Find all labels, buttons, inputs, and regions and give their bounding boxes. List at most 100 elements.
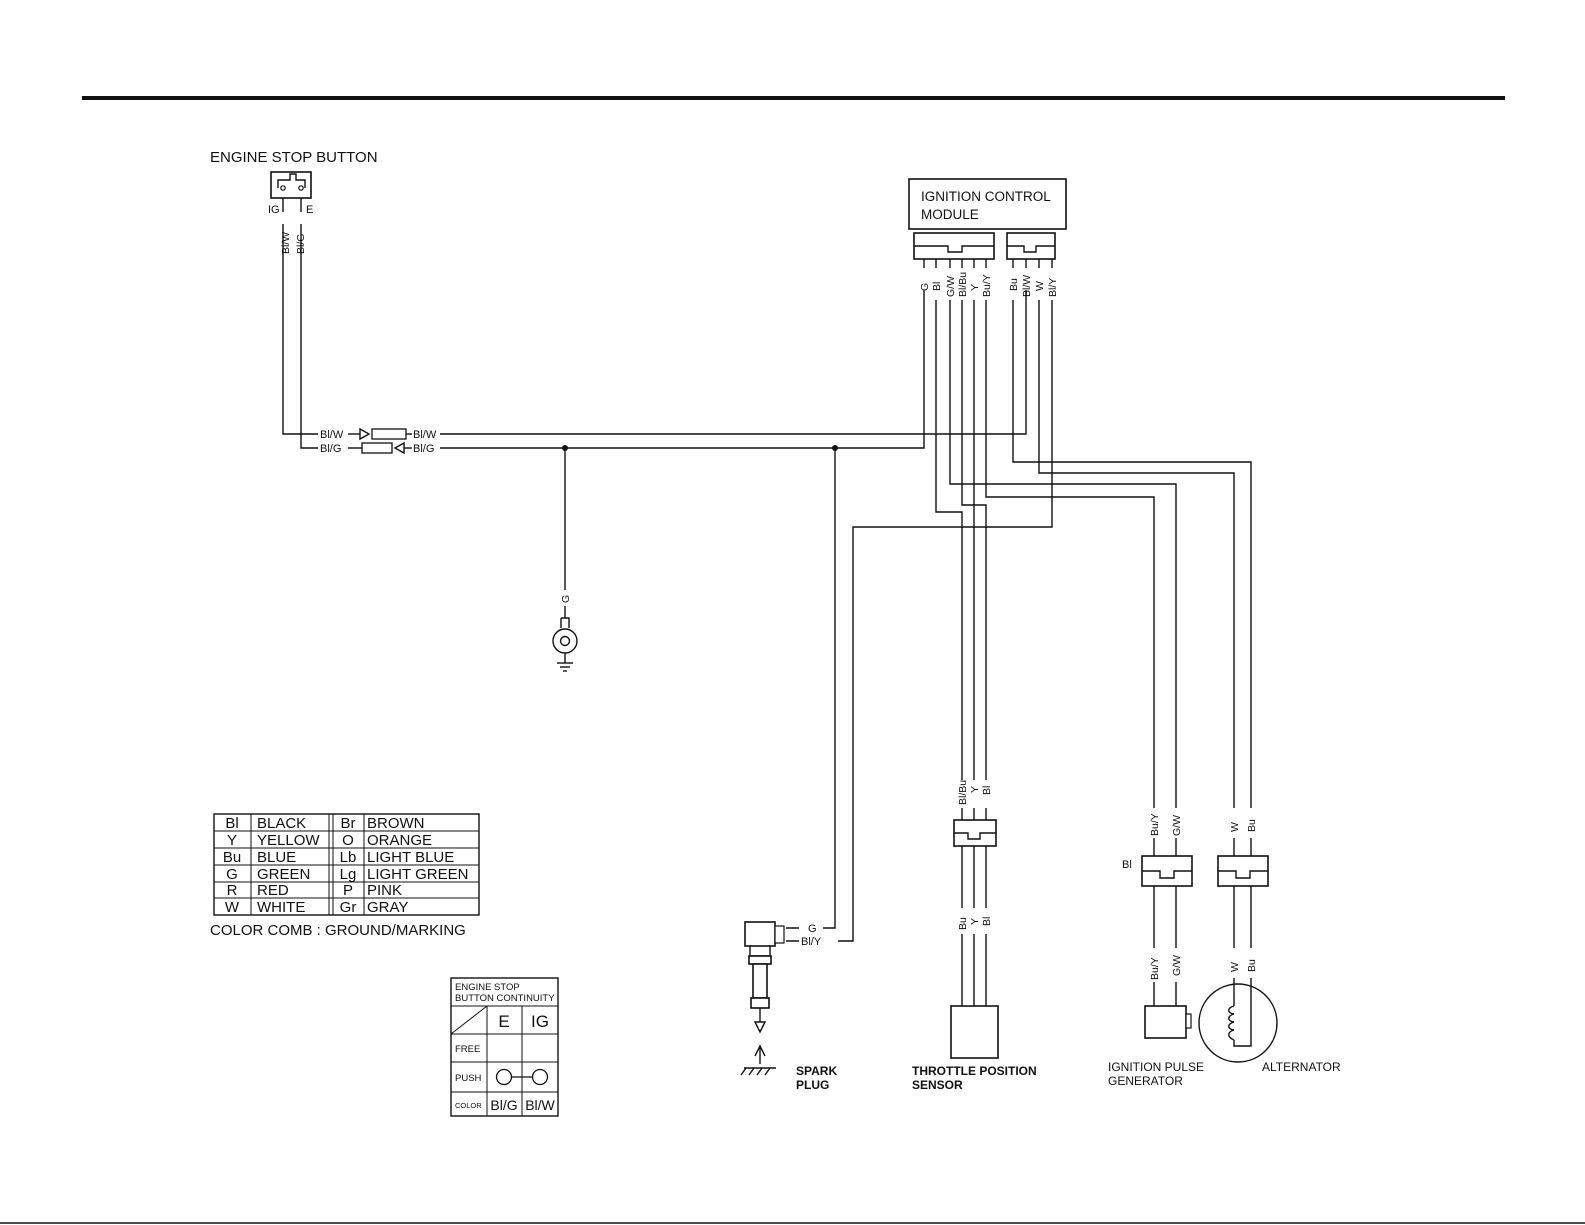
svg-text:Lg: Lg: [340, 866, 357, 883]
svg-text:G/W: G/W: [1171, 815, 1183, 836]
svg-text:Bl: Bl: [981, 917, 993, 926]
svg-text:LIGHT BLUE: LIGHT BLUE: [367, 849, 454, 866]
wire-icm-w-to-alt: [1038, 300, 1235, 808]
spark-plug-label-line1: SPARK: [796, 1064, 837, 1078]
svg-text:Y: Y: [969, 786, 981, 793]
svg-text:BLUE: BLUE: [257, 849, 296, 866]
esb-terminal-e: E: [306, 204, 313, 216]
svg-text:PINK: PINK: [367, 882, 402, 899]
svg-text:Bu/Y: Bu/Y: [1149, 813, 1161, 836]
alt-top-stubs: [1233, 838, 1252, 856]
esb-wire-label-bl-w: Bl/W: [280, 232, 292, 254]
svg-text:Lb: Lb: [340, 849, 357, 866]
tps-label-line1: THROTTLE POSITION: [912, 1064, 1037, 1078]
svg-text:GREEN: GREEN: [257, 866, 310, 883]
svg-text:Bl/Bu: Bl/Bu: [957, 272, 969, 297]
wire-icm-bl-to-tps: [935, 300, 963, 780]
svg-text:Br: Br: [341, 815, 356, 832]
alternator-symbol: [1198, 978, 1278, 1063]
svg-text:W: W: [1034, 281, 1046, 291]
engine-stop-button-title: ENGINE STOP BUTTON: [210, 149, 378, 166]
svg-text:Bl/W: Bl/W: [1021, 275, 1033, 297]
ipg-top-stubs: [1153, 838, 1177, 856]
ground-wire-label-g: G: [560, 595, 572, 603]
tps-lower-wires: [961, 934, 987, 1006]
ipg-top-labels: Bu/Y G/W: [1149, 813, 1183, 836]
tps-top-labels: Bl/Bu Y Bl: [957, 780, 993, 805]
inline-connector: [348, 427, 412, 455]
continuity-col-e: E: [498, 1012, 509, 1031]
icm-box: [908, 178, 1067, 230]
wire-icm-bu-to-alt: [1012, 300, 1252, 808]
svg-text:G/W: G/W: [1171, 955, 1183, 976]
svg-text:Y: Y: [227, 832, 237, 849]
conn-right-label-bl-g: Bl/G: [413, 443, 434, 455]
svg-text:Bl: Bl: [225, 815, 238, 832]
wire-esb-bl-w: [282, 198, 318, 435]
icm-pin-stubs: [923, 259, 1053, 268]
svg-text:Bu: Bu: [1246, 819, 1258, 832]
svg-text:P: P: [343, 882, 353, 899]
continuity-row-free: FREE: [455, 1044, 480, 1055]
conn-left-label-bl-w: Bl/W: [320, 429, 344, 441]
icm-connector-a: [913, 232, 995, 260]
svg-text:BLACK: BLACK: [257, 815, 306, 832]
continuity-row-color: COLOR: [455, 1101, 482, 1110]
icm-label-line1: IGNITION CONTROL: [921, 189, 1051, 204]
svg-text:G: G: [226, 866, 238, 883]
ipg-mid-wires: [1153, 886, 1177, 948]
tps-label-line2: SENSOR: [912, 1078, 963, 1092]
svg-text:LIGHT GREEN: LIGHT GREEN: [367, 866, 468, 883]
ipg-label-line2: GENERATOR: [1108, 1074, 1183, 1088]
ipg-bottom-labels: Bu/Y G/W: [1149, 955, 1183, 980]
tps-mid-wires: [961, 846, 987, 908]
continuity-title-line2: BUTTON CONTINUITY: [455, 993, 555, 1004]
svg-text:Bu/Y: Bu/Y: [1149, 957, 1161, 980]
spark-wire-label-g: G: [808, 923, 817, 935]
color-table-row: Bl BLACK Br BROWN: [225, 815, 424, 832]
svg-text:G: G: [919, 283, 931, 291]
color-code-table: [213, 813, 480, 916]
alt-mid-wires: [1233, 886, 1252, 948]
continuity-table: [450, 977, 559, 1117]
continuity-color-e: Bl/G: [490, 1097, 517, 1113]
alt-connector: [1217, 855, 1269, 887]
svg-text:Y: Y: [969, 918, 981, 925]
svg-text:Y: Y: [969, 284, 981, 291]
svg-text:Bl/Bu: Bl/Bu: [957, 780, 969, 805]
engine-stop-button-symbol: [270, 171, 312, 199]
esb-terminal-ig: IG: [268, 204, 280, 216]
wire-bus-bl-g: [440, 290, 925, 449]
svg-text:Bl/Y: Bl/Y: [1047, 278, 1059, 297]
color-table-row: G GREEN Lg LIGHT GREEN: [226, 866, 468, 883]
svg-text:Bu: Bu: [1246, 959, 1258, 972]
wire-esb-bl-g: [300, 198, 318, 449]
continuity-row-push: PUSH: [455, 1073, 482, 1084]
tps-bottom-labels: Bu Y Bl: [957, 917, 993, 930]
continuity-color-ig: Bl/W: [525, 1097, 555, 1113]
svg-text:W: W: [1229, 822, 1241, 832]
spark-wire-label-bl-y: Bl/Y: [801, 936, 822, 948]
svg-text:YELLOW: YELLOW: [257, 832, 320, 849]
ipg-label-line1: IGNITION PULSE: [1108, 1060, 1204, 1074]
svg-text:Bl: Bl: [931, 282, 943, 291]
svg-text:Bu/Y: Bu/Y: [981, 274, 993, 297]
icm-wire-labels: G Bl G/W Bl/Bu Y Bu/Y Bu Bl/W W Bl/Y: [919, 272, 1059, 297]
ipg-body: [1144, 1005, 1192, 1039]
svg-text:R: R: [227, 882, 238, 899]
conn-left-label-bl-g: Bl/G: [320, 443, 341, 455]
svg-text:WHITE: WHITE: [257, 899, 305, 916]
color-table-row: Bu BLUE Lb LIGHT BLUE: [223, 849, 454, 866]
wire-icm-bly-to-spark: [838, 300, 1053, 942]
alt-top-labels: W Bu: [1229, 819, 1258, 832]
spark-plug-label-line2: PLUG: [796, 1078, 829, 1092]
svg-text:G/W: G/W: [945, 276, 957, 297]
continuity-col-ig: IG: [531, 1012, 549, 1031]
ipg-connector: [1141, 855, 1193, 887]
svg-text:Gr: Gr: [340, 899, 357, 916]
svg-text:Bu: Bu: [223, 849, 241, 866]
tps-connector: [953, 819, 997, 847]
color-table-row: W WHITE Gr GRAY: [225, 899, 408, 916]
svg-text:Bu: Bu: [1008, 278, 1020, 291]
